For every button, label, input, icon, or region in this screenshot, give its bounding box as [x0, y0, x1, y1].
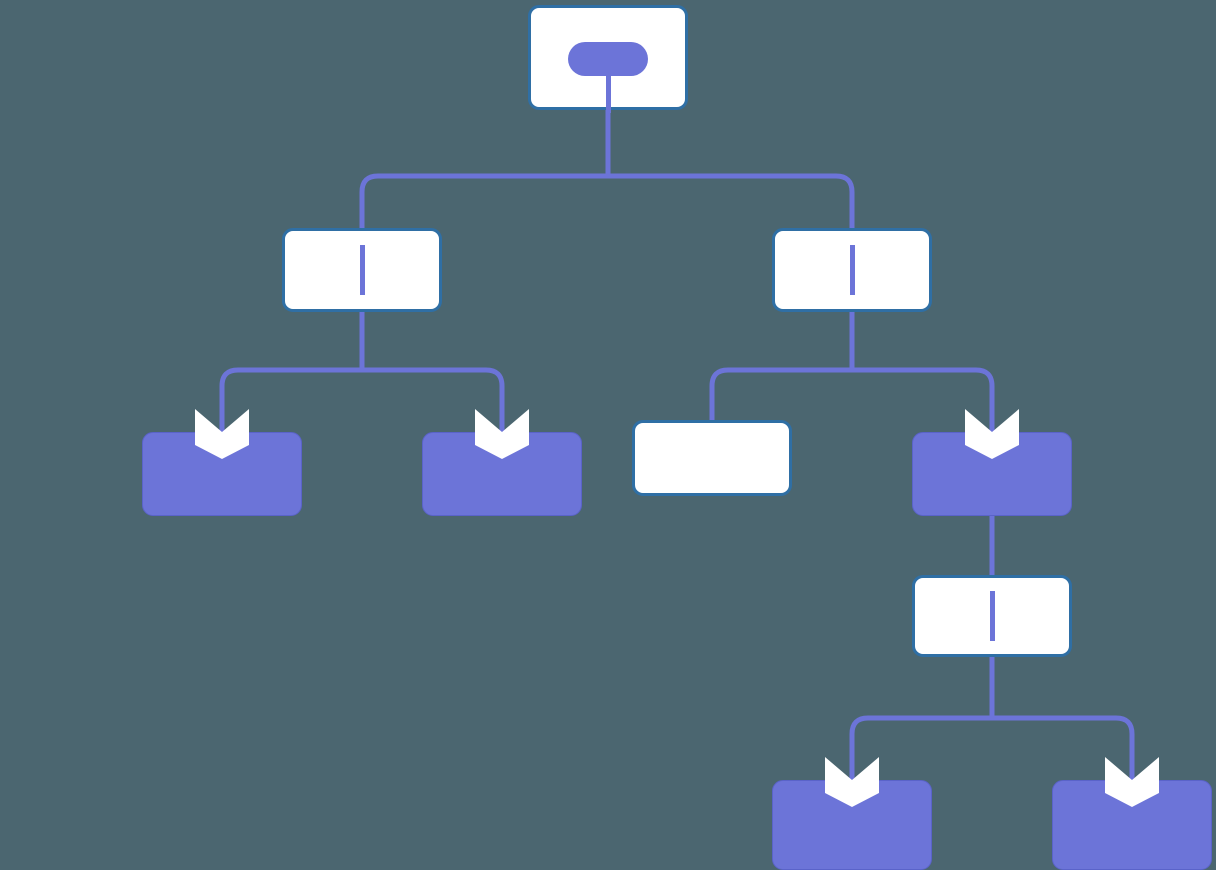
edge-l1-left-to-l2-b: [362, 367, 505, 434]
node-l4-a[interactable]: [772, 780, 932, 870]
node-l3-a-passthrough-line: [989, 591, 995, 641]
edge-root-to-l1-left: [359, 173, 608, 232]
edge-l3-a-to-l4-a: [849, 715, 992, 782]
node-l1-left-passthrough-line: [359, 245, 365, 295]
edge-root-to-l1-right: [608, 173, 855, 232]
node-l1-right-passthrough-line: [849, 245, 855, 295]
root-pill-stem: [606, 76, 611, 113]
node-root[interactable]: [528, 5, 688, 113]
node-l2-d[interactable]: [912, 432, 1072, 516]
node-l2-c[interactable]: [632, 420, 792, 496]
edge-l1-right-to-l2-c: [709, 367, 852, 422]
edge-l1-right-to-l2-d: [852, 367, 995, 434]
node-l2-b[interactable]: [422, 432, 582, 516]
node-l4-b[interactable]: [1052, 780, 1212, 870]
edge-l3-a-to-l4-b: [992, 715, 1135, 782]
node-l2-a[interactable]: [142, 432, 302, 516]
root-pill-badge: [568, 42, 648, 76]
edge-l1-left-to-l2-a: [219, 367, 362, 434]
